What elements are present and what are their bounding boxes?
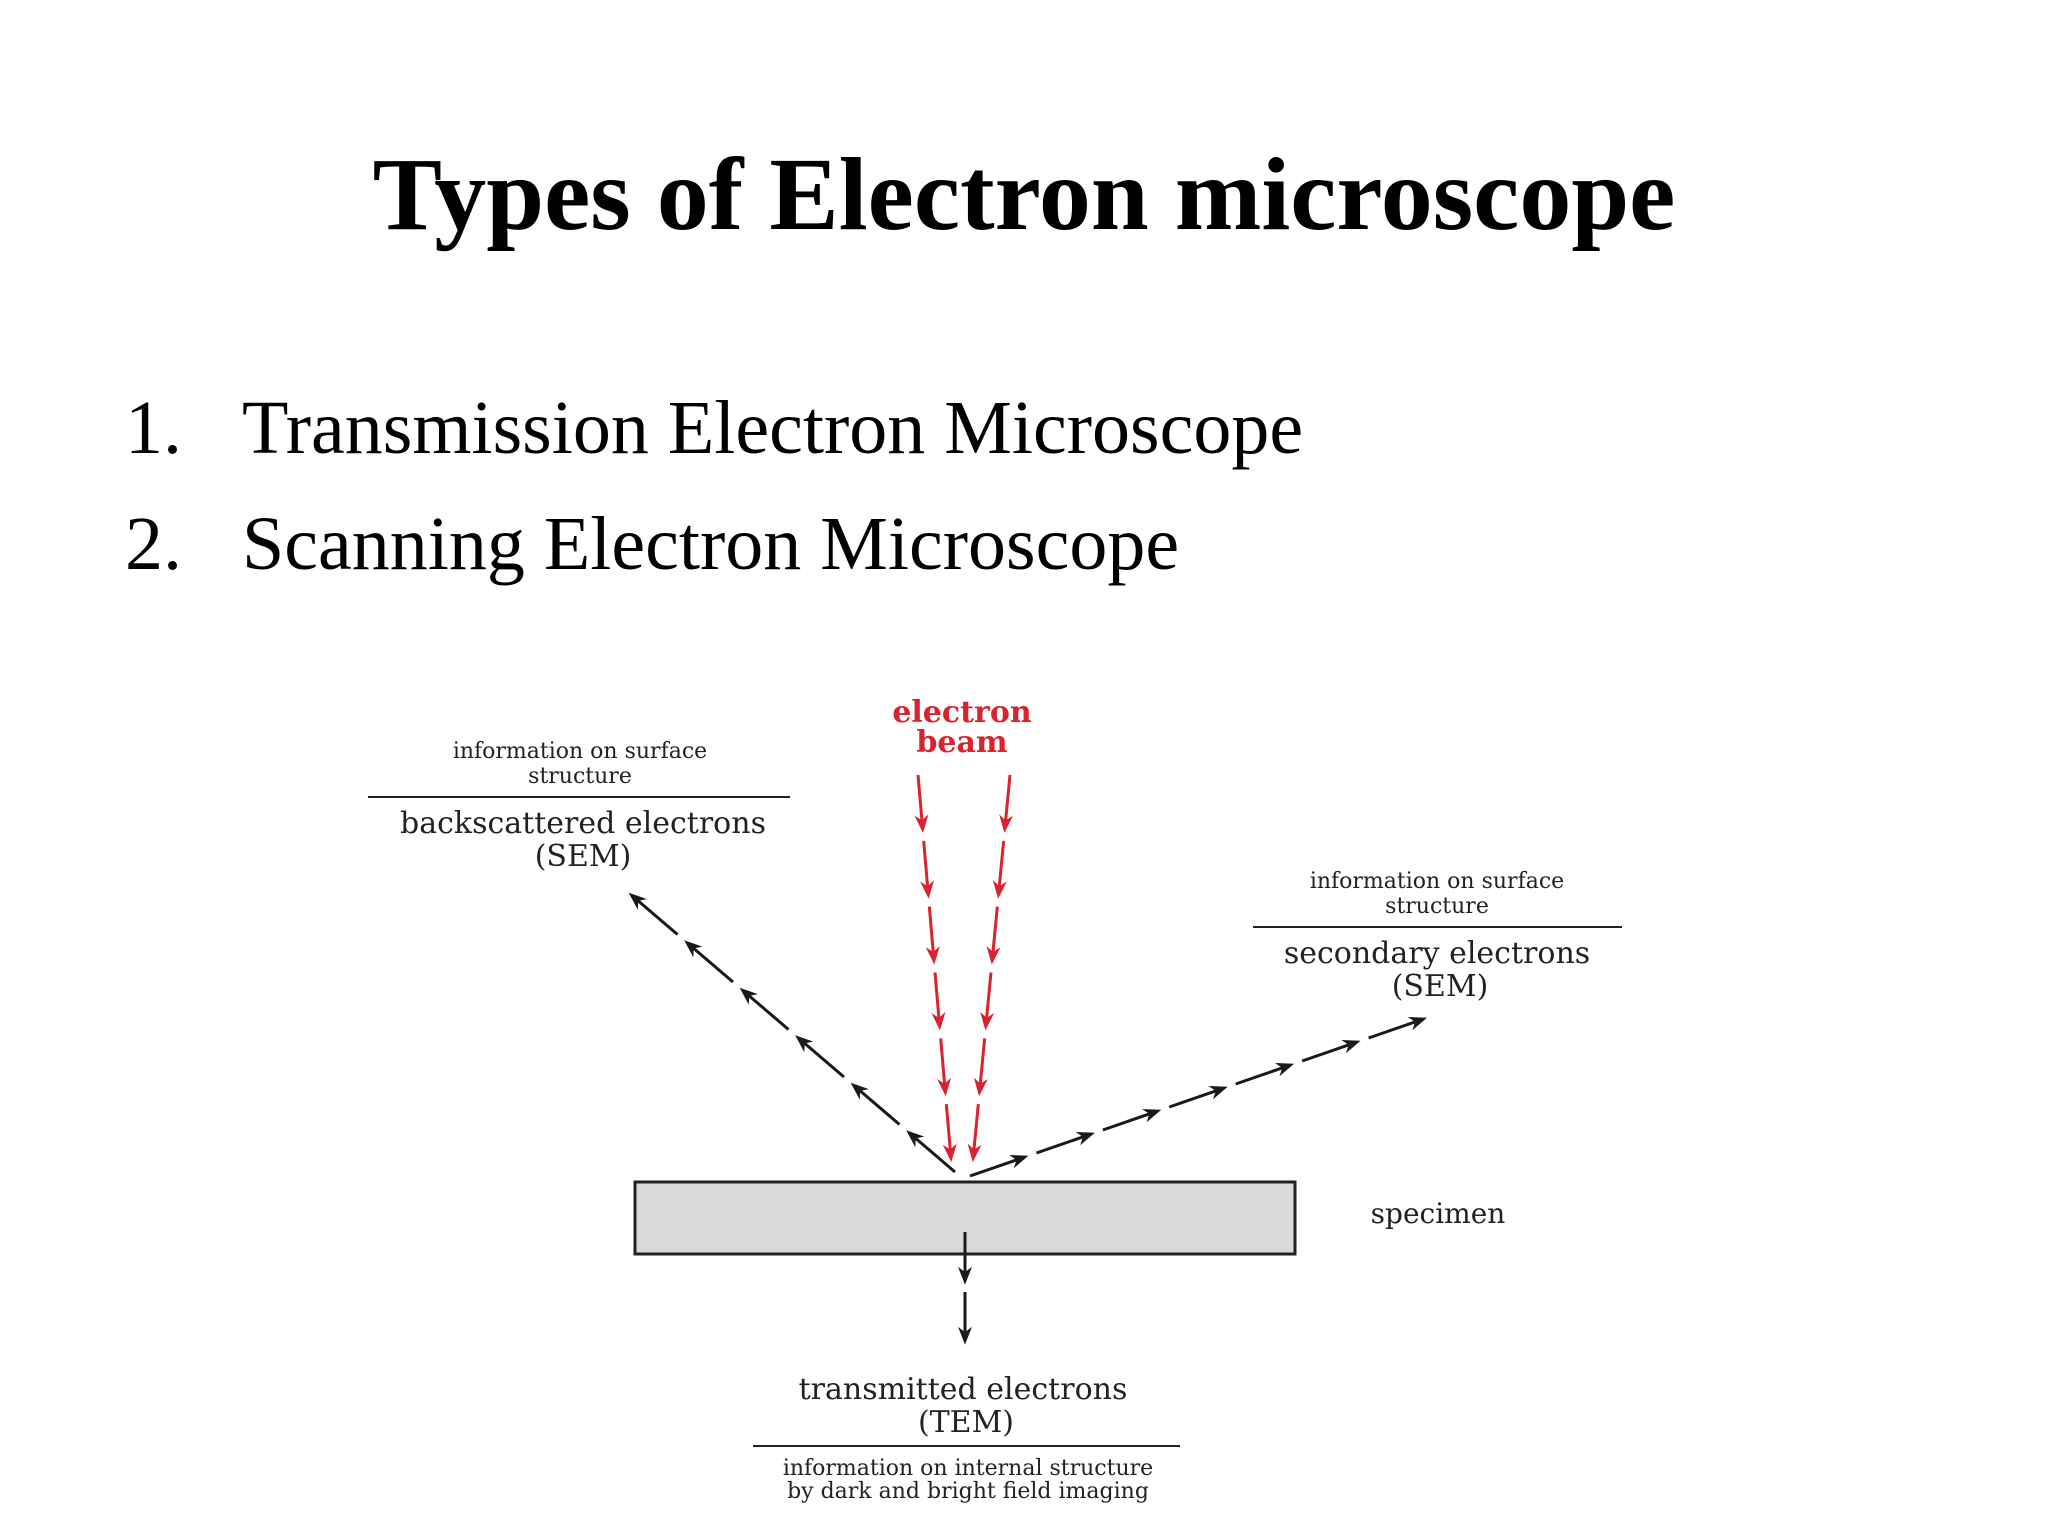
arrowhead [1341,1040,1361,1054]
beam-label-line1: electron [892,695,1032,730]
arrow-segment [746,993,790,1031]
arrowhead [942,1143,957,1163]
arrow-segment [1102,1111,1152,1132]
arrowhead [986,946,1001,965]
transmitted-arrow [958,1232,972,1345]
arrowhead [1208,1086,1228,1100]
arrowhead [992,880,1007,899]
arrowhead [931,1011,946,1031]
arrowhead [914,814,929,833]
arrowhead [958,1326,972,1345]
arrow-segment [991,906,999,954]
transmitted-info-line2: by dark and bright field imaging [787,1479,1149,1504]
arrow-segment [1003,774,1012,823]
arrow-segment [969,1157,1019,1178]
arrowhead [973,1077,988,1097]
arrowhead [684,940,703,958]
secondary-info-line1: information on surface [1310,869,1564,894]
backscatter-info-line2: structure [528,764,632,789]
backscatter-type: (SEM) [535,839,632,874]
beam-label-line2: beam [916,725,1008,760]
arrow-segment [802,1041,845,1079]
arrowhead [1142,1109,1162,1123]
arrowhead [967,1143,982,1163]
arrowhead [920,880,935,899]
list-item-label: Scanning Electron Microscope [242,502,1180,586]
specimen-label: specimen [1371,1197,1506,1230]
arrowhead [937,1077,952,1097]
arrowhead [1009,1155,1029,1169]
arrowhead [739,987,758,1005]
arrow-segment [857,1088,901,1126]
arrowhead [999,814,1014,833]
secondary-type: (SEM) [1392,969,1489,1004]
arrowhead [850,1082,869,1100]
electron-beam-arrows [914,774,1014,1163]
transmitted-type: (TEM) [918,1405,1014,1440]
arrowhead [925,946,940,965]
arrow-segment [939,1038,947,1086]
arrow-segment [1301,1042,1351,1063]
list-item-number: 1. [125,386,182,470]
microscope-type-list: 1. Transmission Electron Microscope 2. Sca… [125,378,1303,610]
arrow-segment [1168,1088,1219,1109]
secondary-info-line2: structure [1385,894,1489,919]
arrow-segment [944,1104,952,1152]
arrowhead [1407,1017,1428,1031]
arrowhead [795,1035,814,1053]
beam-right-arrow [967,774,1014,1163]
slide-title: Types of Electron microscope [372,137,1676,252]
arrowhead [1274,1063,1295,1077]
backscatter-arrow [628,892,956,1174]
backscatter-info-line1: information on surface [453,739,707,764]
secondary-name: secondary electrons [1284,936,1590,971]
secondary-arrow [969,1017,1428,1178]
transmitted-name: transmitted electrons [799,1372,1128,1407]
arrow-segment [997,840,1006,889]
arrowhead [958,1266,972,1285]
backscatter-name: backscattered electrons [400,806,766,841]
arrow-segment [913,1136,956,1174]
arrow-segment [691,946,734,984]
arrow-segment [916,774,924,823]
list-item: 2. Scanning Electron Microscope [125,494,1303,610]
arrow-segment [927,906,935,954]
beam-left-arrow [914,774,957,1163]
arrowhead [906,1130,925,1148]
arrow-segment [1235,1065,1285,1086]
transmitted-info-line1: information on internal structure [783,1456,1153,1481]
arrow-segment [635,898,679,936]
arrowhead [1075,1132,1095,1146]
list-item: 1. Transmission Electron Microscope [125,378,1303,494]
arrow-segment [972,1104,980,1152]
arrow-segment [1368,1019,1418,1040]
list-item-number: 2. [125,502,182,586]
arrowhead [980,1011,995,1031]
arrow-segment [922,840,930,889]
arrow-segment [984,972,993,1020]
arrowhead [628,892,647,910]
arrow-segment [1035,1134,1086,1155]
list-item-label: Transmission Electron Microscope [242,386,1304,470]
arrow-segment [933,972,941,1020]
arrow-segment [978,1038,987,1086]
